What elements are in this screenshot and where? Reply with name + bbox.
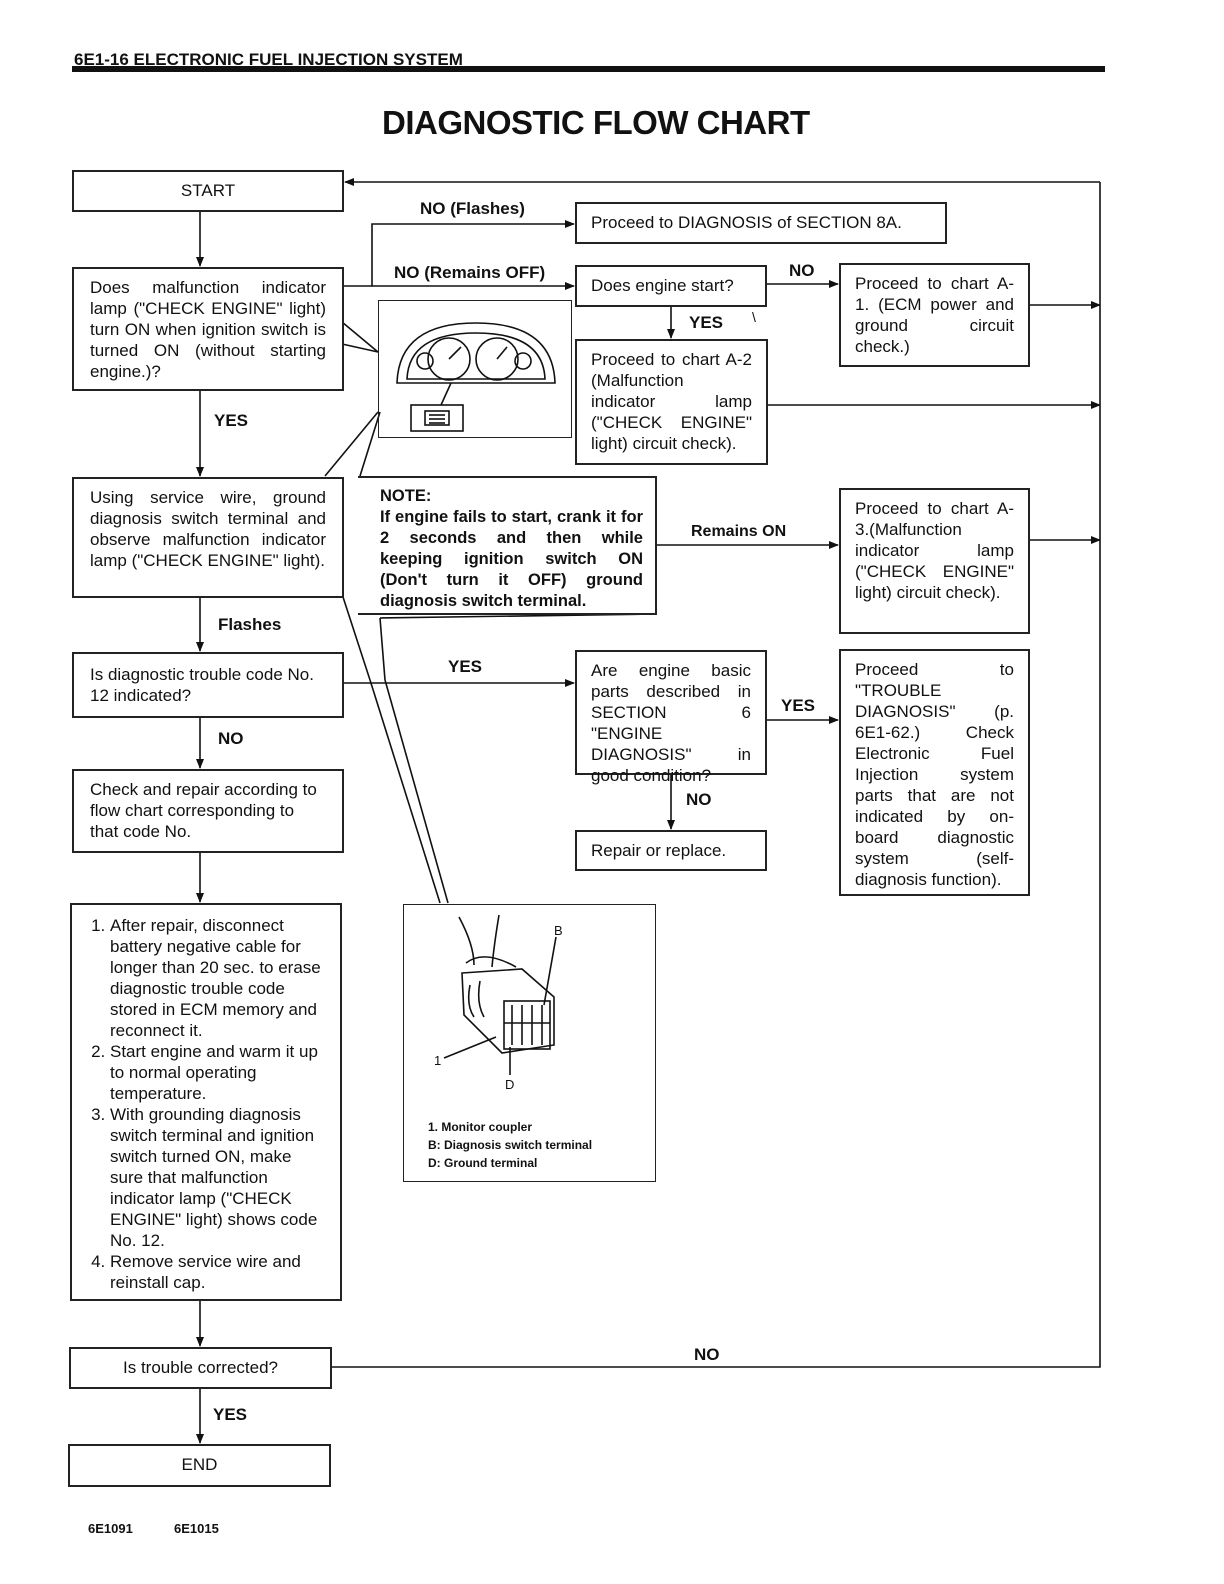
legend-item: 1. Monitor coupler: [428, 1120, 533, 1134]
page-title: DIAGNOSTIC FLOW CHART: [382, 104, 810, 141]
check-repair-text: Check and repair according to flow chart…: [90, 780, 317, 841]
chart-a2-text: Proceed to chart A-2 (Malfunction indica…: [591, 350, 752, 453]
step-item: With grounding diagnosis switch terminal…: [110, 1104, 326, 1251]
label-no-basic-parts: NO: [686, 790, 712, 809]
chart-a3-box: Proceed to chart A-3.(Malfunction indica…: [839, 488, 1030, 634]
service-wire-text: Using service wire, ground diagnosis swi…: [90, 488, 326, 570]
coupler-label-b: B: [554, 923, 563, 938]
chart-a3-text: Proceed to chart A-3.(Malfunction indica…: [855, 499, 1014, 602]
label-yes-code12: YES: [448, 657, 483, 676]
repair-replace-text: Repair or replace.: [591, 841, 727, 860]
label-remains-on: Remains ON: [691, 523, 787, 540]
start-box: START: [72, 170, 344, 212]
engine-start-text: Does engine start?: [591, 276, 734, 295]
label-no-engine-start: NO: [789, 261, 815, 280]
check-repair-box: Check and repair according to flow chart…: [72, 769, 344, 853]
step-item: After repair, disconnect battery negativ…: [110, 915, 326, 1041]
svg-text:\: \: [752, 309, 756, 325]
figure-code-2: 6E1015: [174, 1521, 219, 1536]
code12-box: Is diagnostic trouble code No. 12 indica…: [72, 652, 344, 718]
instrument-cluster-icon: [396, 322, 556, 432]
section8a-text: Proceed to DIAGNOSIS of SECTION 8A.: [591, 213, 902, 232]
legend-item: D: Ground terminal: [428, 1156, 538, 1170]
label-yes-basic-parts: YES: [781, 696, 816, 715]
instrument-cluster-figure: [378, 300, 572, 438]
repair-replace-box: Repair or replace.: [575, 830, 767, 871]
service-wire-box: Using service wire, ground diagnosis swi…: [72, 477, 344, 598]
legend-item: B: Diagnosis switch terminal: [428, 1138, 593, 1152]
label-no-remains-off: NO (Remains OFF): [394, 263, 546, 282]
label-flashes: Flashes: [218, 615, 282, 634]
header-rule: [72, 66, 1105, 72]
coupler-legend: 1. Monitor coupler B: Diagnosis switch t…: [428, 1118, 592, 1172]
corrected-text: Is trouble corrected?: [123, 1358, 278, 1377]
note-title: NOTE:: [380, 487, 432, 505]
label-yes-corrected: YES: [213, 1405, 248, 1424]
chart-a1-text: Proceed to chart A-1. (ECM power and gro…: [855, 274, 1014, 356]
trouble-diagnosis-text: Proceed to "TROUBLE DIAGNOSIS" (p. 6E1-6…: [855, 660, 1014, 889]
after-repair-steps-box: After repair, disconnect battery negativ…: [70, 903, 342, 1301]
label-no-corrected: NO: [694, 1345, 720, 1364]
monitor-coupler-icon: B D 1: [434, 914, 563, 1092]
section-header: 6E1-16 ELECTRONIC FUEL INJECTION SYSTEM: [74, 50, 463, 69]
chart-a2-box: Proceed to chart A-2 (Malfunction indica…: [575, 339, 768, 465]
label-yes-engine-start: YES: [689, 313, 724, 332]
basic-parts-box: Are engine basic parts described in SECT…: [575, 650, 767, 785]
engine-start-box: Does engine start?: [575, 265, 767, 307]
label-no-code12: NO: [218, 729, 244, 748]
monitor-coupler-figure: B D 1: [403, 904, 656, 1182]
step-item: Start engine and warm it up to normal op…: [110, 1041, 326, 1104]
corrected-box: Is trouble corrected?: [69, 1347, 332, 1389]
note-box: NOTE: If engine fails to start, crank it…: [358, 476, 657, 615]
note-body: If engine fails to start, crank it for 2…: [380, 508, 643, 610]
mil-question-box: Does malfunction indicator lamp ("CHECK …: [72, 267, 344, 391]
mil-question-text: Does malfunction indicator lamp ("CHECK …: [90, 278, 326, 381]
trouble-diagnosis-box: Proceed to "TROUBLE DIAGNOSIS" (p. 6E1-6…: [839, 649, 1030, 896]
label-no-flashes: NO (Flashes): [420, 199, 525, 218]
end-box: END: [68, 1444, 331, 1487]
end-label: END: [181, 1455, 218, 1474]
coupler-label-d: D: [505, 1077, 514, 1092]
label-yes-mil: YES: [214, 411, 249, 430]
chart-a1-box: Proceed to chart A-1. (ECM power and gro…: [839, 263, 1030, 367]
code12-text: Is diagnostic trouble code No. 12 indica…: [90, 665, 314, 705]
basic-parts-text: Are engine basic parts described in SECT…: [591, 661, 751, 785]
steps-list: After repair, disconnect battery negativ…: [86, 915, 326, 1293]
coupler-label-1: 1: [434, 1053, 441, 1068]
section8a-box: Proceed to DIAGNOSIS of SECTION 8A.: [575, 202, 947, 244]
figure-code-1: 6E1091: [88, 1521, 133, 1536]
step-item: Remove service wire and reinstall cap.: [110, 1251, 326, 1293]
start-label: START: [180, 181, 236, 200]
